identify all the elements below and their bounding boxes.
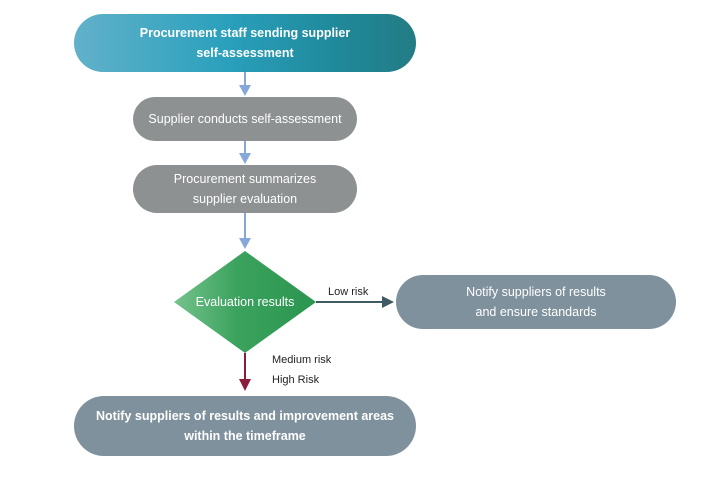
self-assessment-label: Supplier conducts self-assessment bbox=[148, 112, 342, 126]
decision-diamond[interactable] bbox=[174, 251, 316, 353]
low-outcome-line2: and ensure standards bbox=[475, 305, 597, 319]
arrow-start-to-self bbox=[239, 72, 251, 96]
summarize-line1: Procurement summarizes bbox=[173, 172, 317, 186]
arrow-high-risk bbox=[239, 353, 251, 391]
medium-risk-label: Medium risk bbox=[272, 354, 332, 366]
summarize-node[interactable]: Procurement summarizes supplier evaluati… bbox=[133, 165, 357, 213]
decision-label: Evaluation results bbox=[195, 295, 295, 309]
low-risk-label: Low risk bbox=[328, 286, 369, 298]
start-node-line1: Procurement staff sending supplier bbox=[139, 26, 351, 40]
low-risk-outcome-node[interactable]: Notify suppliers of results and ensure s… bbox=[396, 275, 676, 329]
high-risk-outcome-node[interactable]: Notify suppliers of results and improvem… bbox=[74, 396, 416, 456]
arrow-summarize-to-decision bbox=[239, 213, 251, 249]
high-risk-label: High Risk bbox=[272, 374, 320, 386]
start-node-line2: self-assessment bbox=[196, 46, 294, 60]
arrow-self-to-summarize bbox=[239, 141, 251, 164]
start-node[interactable]: Procurement staff sending supplier self-… bbox=[74, 14, 416, 72]
self-assessment-node[interactable]: Supplier conducts self-assessment bbox=[133, 97, 357, 141]
arrow-low-risk bbox=[316, 296, 394, 308]
low-outcome-line1: Notify suppliers of results bbox=[466, 285, 606, 299]
high-outcome-line2: within the timeframe bbox=[184, 429, 306, 443]
summarize-line2: supplier evaluation bbox=[192, 192, 298, 206]
high-outcome-line1: Notify suppliers of results and improvem… bbox=[96, 409, 394, 423]
